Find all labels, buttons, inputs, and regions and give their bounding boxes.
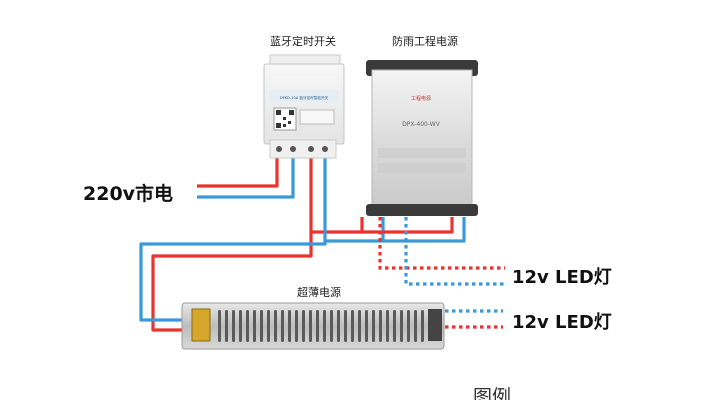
psu-brand-text: 工程电源 [411,95,431,102]
vent-slot [386,310,389,342]
vent-slot [316,310,319,342]
legend-title: 图例 [473,386,511,400]
vent-slot [421,310,424,342]
vent-slot [414,310,417,342]
vent-slot [351,310,354,342]
qr-code-icon [276,110,294,128]
switch-out-neutral-1 [323,158,385,243]
vent-slot [281,310,284,342]
vent-slot [267,310,270,342]
vent-slot [253,310,256,342]
switch-out-live-2 [151,232,313,332]
dc-outputs [378,217,505,329]
vent-slot [225,310,228,342]
caption-waterproof-psu: 防雨工程电源 [392,34,458,48]
waterproof-psu [366,60,478,216]
vent-slot [239,310,242,342]
vent-slot [330,310,333,342]
vent-slot [260,310,263,342]
vent-slot [358,310,361,342]
psu-model-text: DPX-400-WV [402,121,441,128]
vent-slot [379,310,382,342]
vent-slot [337,310,340,342]
timer-switch [263,54,345,159]
label-led-top: 12v LED灯 [512,267,612,288]
vent-slot [232,310,235,342]
vent-slot [393,310,396,342]
label-led-bottom: 12v LED灯 [512,312,612,333]
vent-slot [288,310,291,342]
mains-live-wire [197,158,279,188]
switch-out-live-1 [309,158,364,234]
slim-psu [181,302,445,350]
psu-dc-blue [404,217,505,286]
vent-slot [246,310,249,342]
wires [139,158,466,332]
vent-slots [218,310,424,342]
vent-slot [365,310,368,342]
caption-timer-switch: 蓝牙定时开关 [270,34,336,48]
vent-slot [400,310,403,342]
vent-slot [323,310,326,342]
psu-out-live-solid [362,217,454,234]
vent-slot [218,310,221,342]
caption-slim-psu: 超薄电源 [297,285,341,299]
vent-slot [274,310,277,342]
vent-slot [302,310,305,342]
switch-out-neutral-2 [139,241,327,322]
label-mains: 220v市电 [83,182,173,205]
vent-slot [407,310,410,342]
psu-out-neutral-solid [383,217,466,243]
timer-model-text: DPKD-20A 蓝牙定时智能开关 [280,95,329,100]
vent-slot [372,310,375,342]
psu-dc-red [378,217,505,270]
vent-slot [309,310,312,342]
vent-slot [295,310,298,342]
vent-slot [344,310,347,342]
mains-neutral-wire [197,158,295,199]
